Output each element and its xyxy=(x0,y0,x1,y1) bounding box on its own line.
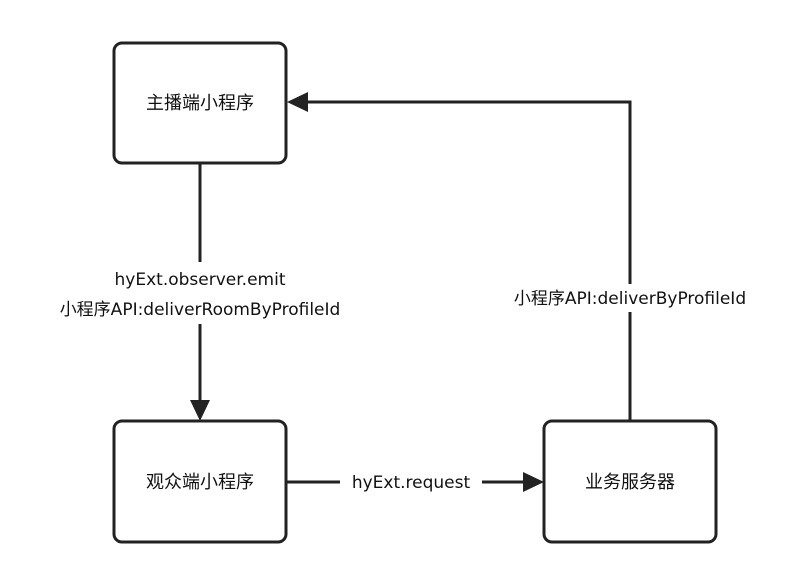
edge-server-to-anchor-label: 小程序API:deliverByProfileId xyxy=(514,289,746,309)
node-server-box[interactable] xyxy=(542,419,718,544)
edge-viewer-to-server-label: hyExt.request xyxy=(352,473,471,493)
edge-viewer-to-server: hyExt.request xyxy=(286,470,544,494)
arrow-head-left xyxy=(287,92,308,112)
edge-anchor-to-viewer-label-line2: 小程序API:deliverRoomByProfileId xyxy=(60,300,341,320)
edge-server-to-anchor: 小程序API:deliverByProfileId xyxy=(287,92,774,421)
node-viewer-box[interactable] xyxy=(112,419,288,544)
edge-anchor-to-viewer: hyExt.observer.emit 小程序API:deliverRoomBy… xyxy=(26,163,376,421)
edge-anchor-to-viewer-label-line1: hyExt.observer.emit xyxy=(115,270,286,290)
node-business-server[interactable]: 业务服务器 xyxy=(542,419,718,544)
node-anchor-box[interactable] xyxy=(112,41,288,165)
edge-viewer-to-server-label-bg xyxy=(340,470,482,494)
node-anchor-label: 主播端小程序 xyxy=(146,93,254,114)
arrow-head-down xyxy=(190,400,210,421)
edge-server-to-anchor-label-bg xyxy=(486,284,774,312)
node-anchor-miniprogram[interactable]: 主播端小程序 xyxy=(112,41,288,165)
edge-server-to-anchor-line xyxy=(306,100,632,421)
node-viewer-label: 观众端小程序 xyxy=(146,472,254,493)
node-viewer-miniprogram[interactable]: 观众端小程序 xyxy=(112,419,288,544)
edge-anchor-to-viewer-label-bg xyxy=(26,262,376,324)
arrow-head-right xyxy=(523,472,544,492)
node-server-label: 业务服务器 xyxy=(585,472,675,493)
